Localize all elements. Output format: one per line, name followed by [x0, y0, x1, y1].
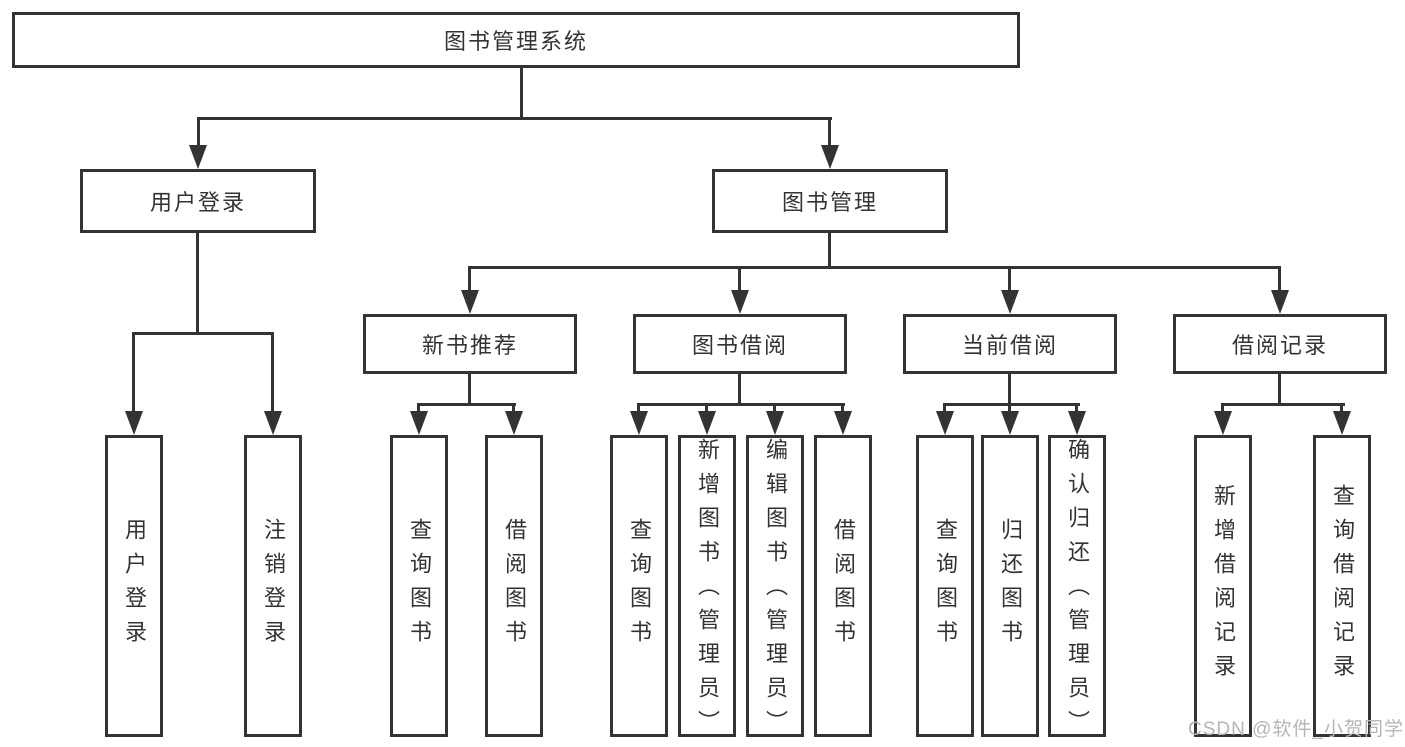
connector: [1221, 403, 1224, 413]
connector: [828, 233, 831, 268]
leaf-edit-books-admin: 编辑图书（管理员）: [746, 435, 804, 744]
connector: [520, 68, 523, 119]
connector: [738, 266, 741, 290]
arrow-down-icon: [936, 411, 954, 435]
arrow-down-icon: [821, 145, 839, 169]
connector: [1008, 374, 1011, 406]
connector: [1008, 403, 1011, 413]
connector: [637, 403, 845, 406]
connector: [468, 266, 1281, 269]
node-borrowing-records: 借阅记录: [1173, 314, 1387, 374]
arrow-down-icon: [410, 411, 428, 435]
arrow-down-icon: [461, 290, 479, 314]
connector: [132, 332, 135, 412]
connector: [738, 374, 741, 406]
connector: [1221, 403, 1345, 406]
node-user-login: 用户登录: [80, 169, 316, 233]
connector: [197, 117, 832, 120]
arrow-down-icon: [125, 411, 143, 435]
arrow-down-icon: [731, 290, 749, 314]
leaf-query-borrow-record: 查询借阅记录: [1313, 435, 1371, 737]
arrow-down-icon: [1001, 290, 1019, 314]
connector: [1278, 374, 1281, 406]
connector: [943, 403, 1080, 406]
connector: [705, 403, 708, 413]
arrow-down-icon: [1068, 411, 1086, 435]
arrow-down-icon: [264, 411, 282, 435]
connector: [1278, 266, 1281, 290]
node-library-management-system: 图书管理系统: [12, 12, 1020, 68]
connector: [196, 233, 199, 335]
node-new-book-recommendation: 新书推荐: [363, 314, 577, 374]
connector: [271, 332, 274, 412]
leaf-borrow-books: 借阅图书: [814, 435, 872, 737]
arrow-down-icon: [1271, 290, 1289, 314]
leaf-borrow-books-recommend: 借阅图书: [485, 435, 543, 737]
arrow-down-icon: [698, 411, 716, 435]
arrow-down-icon: [505, 411, 523, 435]
leaf-add-borrow-record: 新增借阅记录: [1194, 435, 1252, 737]
node-book-management: 图书管理: [712, 169, 948, 233]
connector: [841, 403, 844, 413]
arrow-down-icon: [766, 411, 784, 435]
leaf-query-books-borrowing: 查询图书: [610, 435, 668, 737]
arrow-down-icon: [189, 145, 207, 169]
leaf-add-books-admin: 新增图书（管理员）: [678, 435, 736, 744]
connector: [468, 374, 471, 406]
arrow-down-icon: [834, 411, 852, 435]
connector: [828, 117, 831, 147]
arrow-down-icon: [1001, 411, 1019, 435]
connector: [1008, 266, 1011, 290]
connector: [1340, 403, 1343, 413]
arrow-down-icon: [630, 411, 648, 435]
connector: [1075, 403, 1078, 413]
node-current-borrowing: 当前借阅: [903, 314, 1117, 374]
connector: [512, 403, 515, 413]
connector: [637, 403, 640, 413]
node-book-borrowing: 图书借阅: [633, 314, 847, 374]
csdn-watermark: CSDN @软件_小贺同学: [1188, 719, 1404, 740]
leaf-query-books-current: 查询图书: [916, 435, 974, 737]
arrow-down-icon: [1333, 411, 1351, 435]
connector: [943, 403, 946, 413]
leaf-user-login: 用户登录: [105, 435, 163, 737]
connector: [773, 403, 776, 413]
arrow-down-icon: [1214, 411, 1232, 435]
connector: [468, 266, 471, 290]
leaf-query-books-recommend: 查询图书: [390, 435, 448, 737]
connector: [417, 403, 516, 406]
connector: [197, 117, 200, 147]
leaf-confirm-return-admin: 确认归还（管理员）: [1048, 435, 1106, 744]
connector: [132, 332, 274, 335]
leaf-return-books: 归还图书: [981, 435, 1039, 737]
leaf-logout: 注销登录: [244, 435, 302, 737]
connector: [417, 403, 420, 413]
